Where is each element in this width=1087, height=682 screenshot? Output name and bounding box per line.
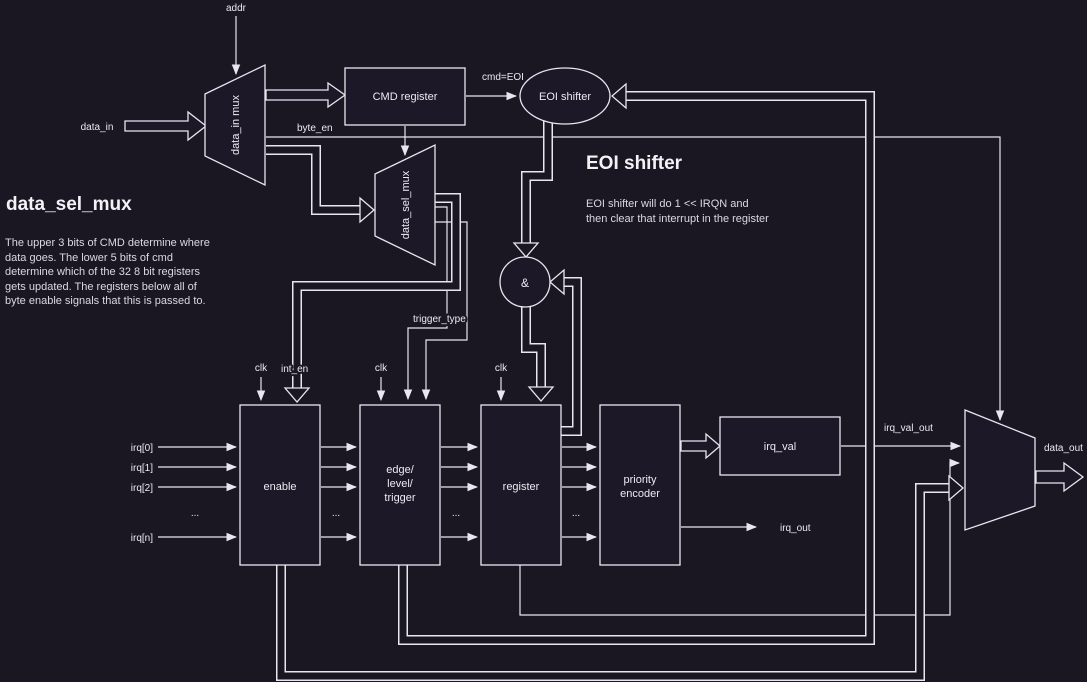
- data-in-mux-label: data_in mux: [230, 95, 242, 155]
- edge-level-trigger-box: [359, 404, 441, 566]
- output-mux-shape: [964, 409, 1036, 531]
- data-out-label: data_out: [1044, 443, 1083, 454]
- data-in-label: data_in: [81, 122, 114, 133]
- irq1-label: irq[1]: [131, 463, 153, 474]
- priority-encoder-box: [599, 404, 681, 566]
- cmd-register-label: CMD register: [373, 91, 438, 103]
- cmd-eoi-label: cmd=EOI: [482, 72, 524, 83]
- addr-label: addr: [226, 3, 247, 14]
- wire-trigger-type-a: [403, 206, 448, 401]
- ellipsis-enable-edge: ...: [332, 508, 340, 519]
- irqn-label: irq[n]: [131, 533, 153, 544]
- irq2-label: irq[2]: [131, 483, 153, 494]
- byte-en-label: byte_en: [297, 123, 333, 134]
- edge-label-1: edge/: [386, 464, 414, 476]
- bus-head-to-and-feedback: [549, 268, 565, 296]
- priority-to-irqval-arrow: [680, 432, 721, 460]
- irq-val-box: [719, 416, 841, 476]
- priority-label-2: encoder: [620, 488, 660, 500]
- register-box: [480, 404, 562, 566]
- eoi-shifter-ellipse: [519, 67, 611, 125]
- data-sel-mux-heading: data_sel_mux: [6, 194, 132, 215]
- ellipsis-register-priority: ...: [572, 508, 580, 519]
- cmd-register-box: [344, 67, 466, 126]
- trigger-type-label: trigger_type: [413, 314, 466, 325]
- data-sel-mux-description: The upper 3 bits of CMD determine where …: [5, 237, 210, 307]
- mux-to-cmd-arrow: [265, 81, 347, 109]
- data-in-arrow: [124, 110, 208, 142]
- data-sel-mux-label: data_sel_mux: [400, 170, 412, 239]
- eoi-shifter-ellipse-label: EOI shifter: [539, 91, 591, 103]
- bus-head-int-en: [283, 387, 311, 403]
- bus-head-to-outmux: [948, 474, 964, 502]
- wire-register-to-outmux: [519, 458, 961, 616]
- shapes: [204, 63, 1036, 566]
- bus-head-to-and: [512, 242, 540, 258]
- bus-wires: [266, 82, 964, 681]
- data-out-arrow: [1035, 461, 1085, 493]
- irq-out-label: irq_out: [780, 523, 811, 534]
- edge-label-3: trigger: [384, 492, 416, 504]
- priority-label-1: priority: [623, 474, 657, 486]
- block-arrows: [124, 81, 1085, 493]
- eoi-shifter-description: EOI shifter will do 1 << IRQN and then c…: [586, 198, 769, 225]
- edge-label-2: level/: [387, 478, 414, 490]
- register-label: register: [503, 481, 540, 493]
- bus-head-to-register: [527, 386, 555, 402]
- block-labels: data_in mux CMD register EOI shifter dat…: [230, 91, 796, 504]
- enable-label: enable: [263, 481, 296, 493]
- irq-val-out-label: irq_val_out: [884, 423, 933, 434]
- enable-box: [239, 404, 321, 566]
- int-en-label: int_en: [281, 364, 308, 375]
- clk-register-label: clk: [495, 363, 508, 374]
- ellipsis-inputs: ...: [191, 508, 199, 519]
- clk-enable-label: clk: [255, 363, 268, 374]
- and-gate-circle: [499, 256, 551, 308]
- data-sel-mux-shape: [374, 143, 436, 267]
- eoi-shifter-heading: EOI shifter: [586, 153, 683, 174]
- bus-head-to-dataselmux: [359, 196, 375, 224]
- and-gate-label: &: [521, 276, 529, 290]
- data-in-mux-shape: [204, 63, 266, 187]
- irq-val-label: irq_val: [764, 441, 796, 453]
- wire-byte-en: [266, 136, 1005, 422]
- signal-labels: addr data_in byte_en cmd=EOI trigger_typ…: [81, 3, 1086, 544]
- bus-head-to-eoi: [611, 82, 627, 110]
- irq0-label: irq[0]: [131, 443, 153, 454]
- clk-edge-label: clk: [375, 363, 388, 374]
- ellipsis-edge-register: ...: [452, 508, 460, 519]
